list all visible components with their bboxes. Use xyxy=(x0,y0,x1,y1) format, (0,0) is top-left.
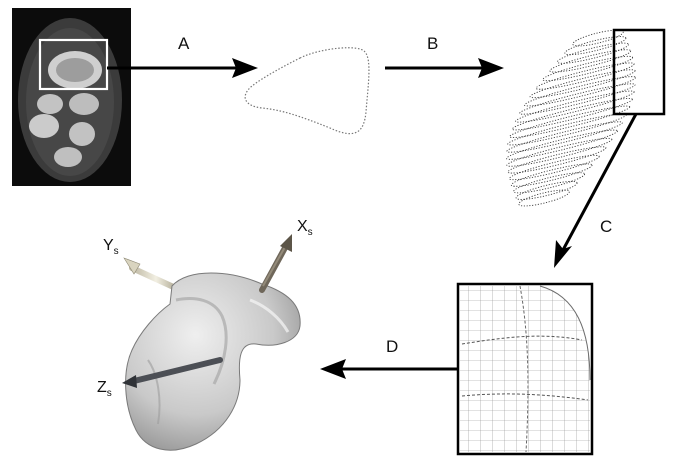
mesh-zoom-panel xyxy=(458,284,592,454)
bone-contour xyxy=(245,48,369,134)
step-label-d: D xyxy=(386,337,398,356)
contour-slice xyxy=(542,52,634,84)
contour-slice xyxy=(564,33,627,58)
step-label-c: C xyxy=(600,217,612,236)
contour-slice xyxy=(518,187,571,209)
contour-slice xyxy=(508,151,600,183)
point-cloud-stack xyxy=(505,27,636,209)
axis-label-z: Zs xyxy=(97,379,112,399)
x-axis-arrow xyxy=(262,234,292,290)
arrow-c xyxy=(554,114,636,268)
arrow-b xyxy=(385,58,504,78)
ct-scan-image xyxy=(12,8,131,186)
contour-slice xyxy=(508,102,631,142)
axis-label-x: Xs xyxy=(297,218,313,238)
step-label-a: A xyxy=(178,34,190,53)
axis-label-y: Ys xyxy=(103,237,119,257)
step-label-b: B xyxy=(427,34,438,53)
zoom-region-box xyxy=(614,30,664,114)
arrow-d xyxy=(320,359,458,379)
y-axis-arrow xyxy=(124,258,180,290)
